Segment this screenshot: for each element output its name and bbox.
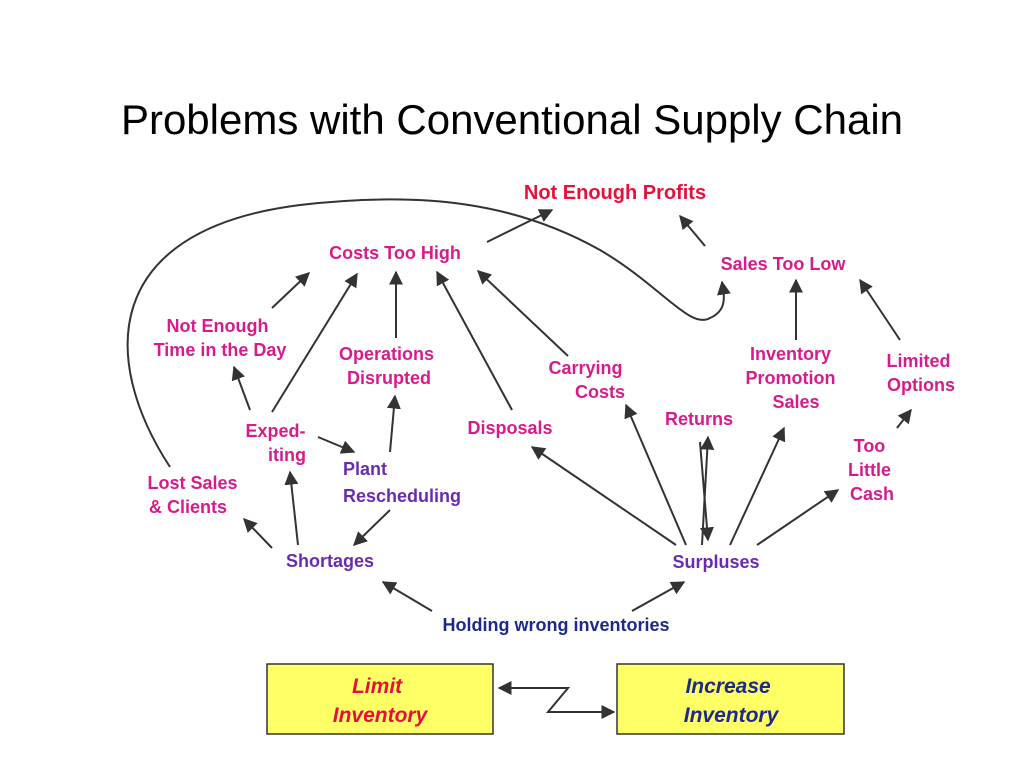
slide-title: Problems with Conventional Supply Chain xyxy=(120,96,904,143)
node-plant-rescheduling: Plant Rescheduling xyxy=(343,459,461,506)
node-inventory-promotion-sales: Inventory Promotion Sales xyxy=(745,344,840,412)
node-surpluses: Surpluses xyxy=(672,552,759,572)
node-carrying-costs: Carrying Costs xyxy=(548,358,627,402)
arrow-carrying-to-costs xyxy=(476,270,569,357)
arrow-shortages-to-lost xyxy=(243,517,273,549)
node-lost-sales-clients: Lost Sales & Clients xyxy=(147,473,242,517)
arrow-disposals-to-costs xyxy=(436,270,513,411)
box-increase-inventory: Increase Inventory xyxy=(616,663,845,735)
arrow-holding-to-shortages xyxy=(381,581,433,612)
node-operations-disrupted: Operations Disrupted xyxy=(339,344,439,388)
arrow-returns-to-surpluses xyxy=(699,441,714,542)
svg-text:Limit Inventory: Limit Inventory xyxy=(333,675,429,727)
node-too-little-cash: Too Little Cash xyxy=(848,436,896,504)
node-holding-wrong-inventories: Holding wrong inventories xyxy=(442,615,669,635)
svg-text:Increase Inventory: Increase Inventory xyxy=(684,675,780,727)
node-not-enough-time: Not Enough Time in the Day xyxy=(154,316,287,360)
arrow-surpluses-to-promotion xyxy=(729,426,786,546)
zigzag-connector xyxy=(500,687,612,713)
arrow-holding-to-surpluses xyxy=(631,581,686,612)
arrows xyxy=(126,198,912,719)
box-limit-inventory: Limit Inventory xyxy=(266,663,494,735)
node-returns: Returns xyxy=(665,409,733,429)
node-shortages: Shortages xyxy=(286,551,374,571)
node-expediting: Exped- iting xyxy=(245,421,310,465)
node-not-enough-profits: Not Enough Profits xyxy=(524,182,706,204)
arrow-surpluses-to-disposals xyxy=(530,446,677,546)
arrow-time-to-costs xyxy=(271,272,311,309)
arrow-expediting-to-plant xyxy=(317,436,356,454)
arrow-cash-to-limited xyxy=(896,408,912,429)
node-sales-too-low: Sales Too Low xyxy=(721,254,847,274)
arrow-expediting-to-costs xyxy=(271,272,358,413)
node-costs-too-high: Costs Too High xyxy=(329,243,461,263)
node-disposals: Disposals xyxy=(467,418,552,438)
arrow-costs-to-profits xyxy=(486,209,554,243)
arrow-shortages-to-expediting xyxy=(284,470,299,546)
node-limited-options: Limited Options xyxy=(886,351,955,395)
arrow-plant-to-operations xyxy=(386,394,401,453)
curve-lost-to-sales xyxy=(126,198,731,468)
arrow-limited-to-sales xyxy=(859,278,901,341)
arrow-surpluses-to-cash xyxy=(756,489,840,546)
arrow-sales-to-profits xyxy=(679,214,706,247)
arrow-plant-to-shortages xyxy=(352,509,391,546)
arrow-surpluses-to-carrying xyxy=(624,403,687,546)
arrow-expediting-to-time xyxy=(231,365,251,411)
